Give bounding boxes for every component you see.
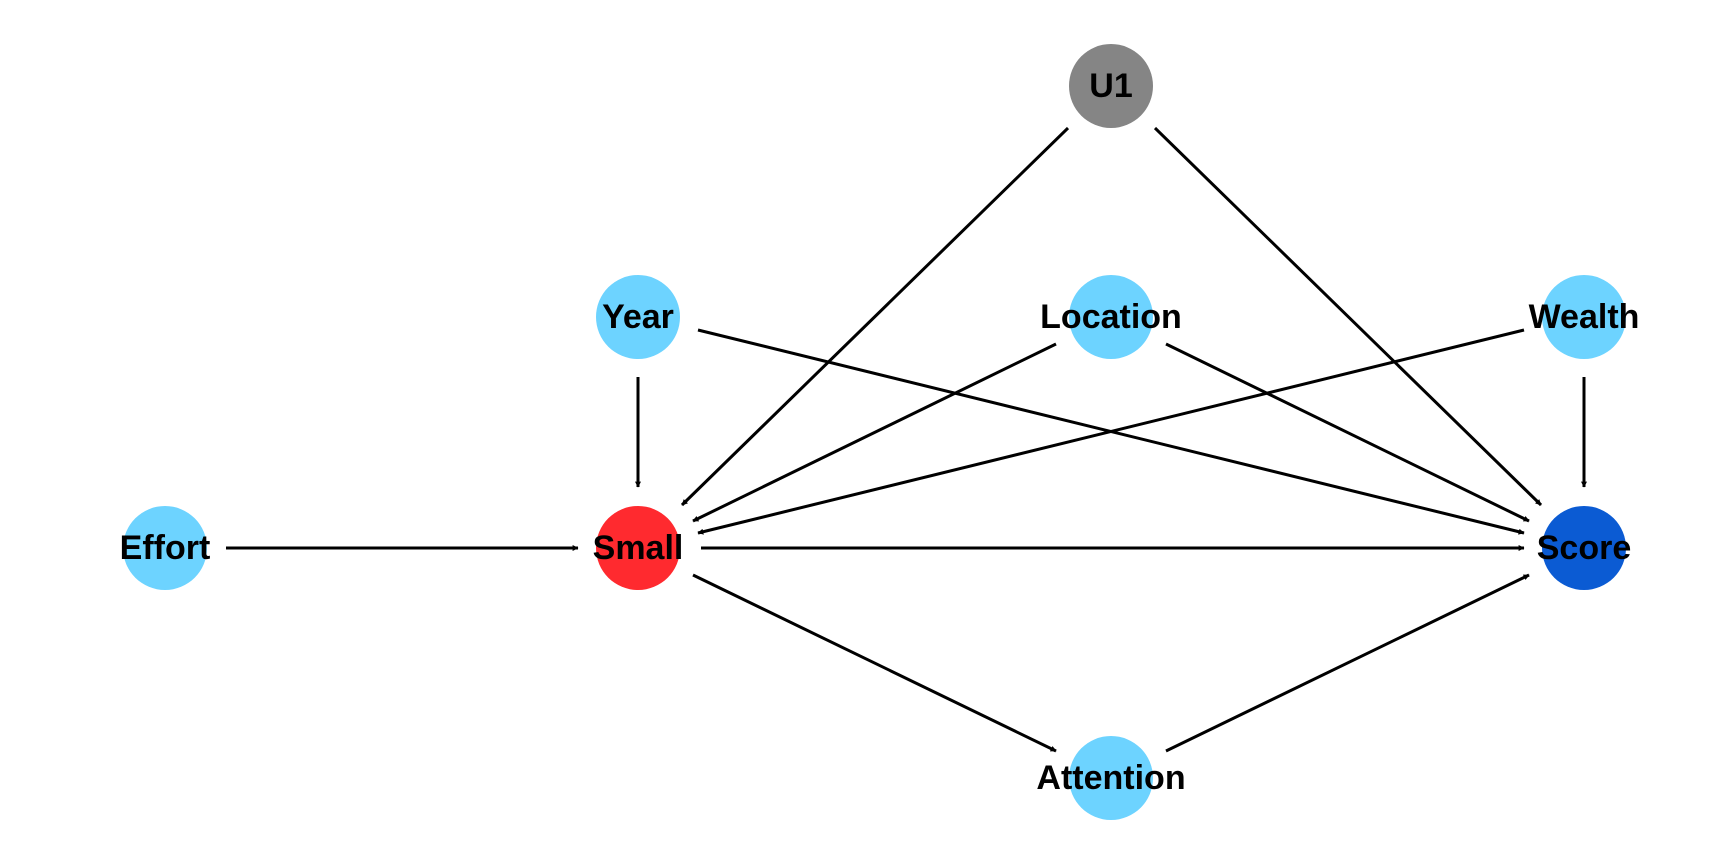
node-u1-circle [1069, 44, 1153, 128]
node-effort: Effort [120, 506, 211, 590]
edge-location-to-small [692, 342, 1057, 523]
edge-location-to-score [1165, 342, 1530, 523]
edge-small-to-attention [692, 573, 1057, 753]
node-u1: U1 [1069, 44, 1153, 128]
node-small-circle [596, 506, 680, 590]
node-attention-label: Attention [1036, 759, 1185, 797]
node-year-label: Year [602, 298, 674, 336]
edge-u1-to-score [1153, 126, 1543, 507]
node-wealth-label: Wealth [1529, 298, 1640, 336]
node-wealth: Wealth [1529, 275, 1640, 359]
edge-wealth-to-small [697, 328, 1525, 535]
node-u1-label: U1 [1089, 67, 1132, 105]
node-score: Score [1537, 506, 1632, 590]
edge-attention-to-score [1165, 573, 1530, 753]
node-effort-label: Effort [120, 529, 211, 567]
node-effort-circle [123, 506, 207, 590]
node-attention-circle [1069, 736, 1153, 820]
edge-layer [226, 126, 1587, 753]
node-location: Location [1040, 275, 1182, 359]
node-attention: Attention [1036, 736, 1186, 820]
node-small-label: Small [593, 529, 684, 567]
node-score-circle [1542, 506, 1626, 590]
node-score-label: Score [1537, 529, 1632, 567]
node-location-circle [1069, 275, 1153, 359]
node-wealth-circle [1542, 275, 1626, 359]
node-year-circle [596, 275, 680, 359]
node-year: Year [596, 275, 680, 359]
node-small: Small [593, 506, 684, 590]
edge-u1-to-small [680, 126, 1070, 507]
node-location-label: Location [1040, 298, 1182, 336]
